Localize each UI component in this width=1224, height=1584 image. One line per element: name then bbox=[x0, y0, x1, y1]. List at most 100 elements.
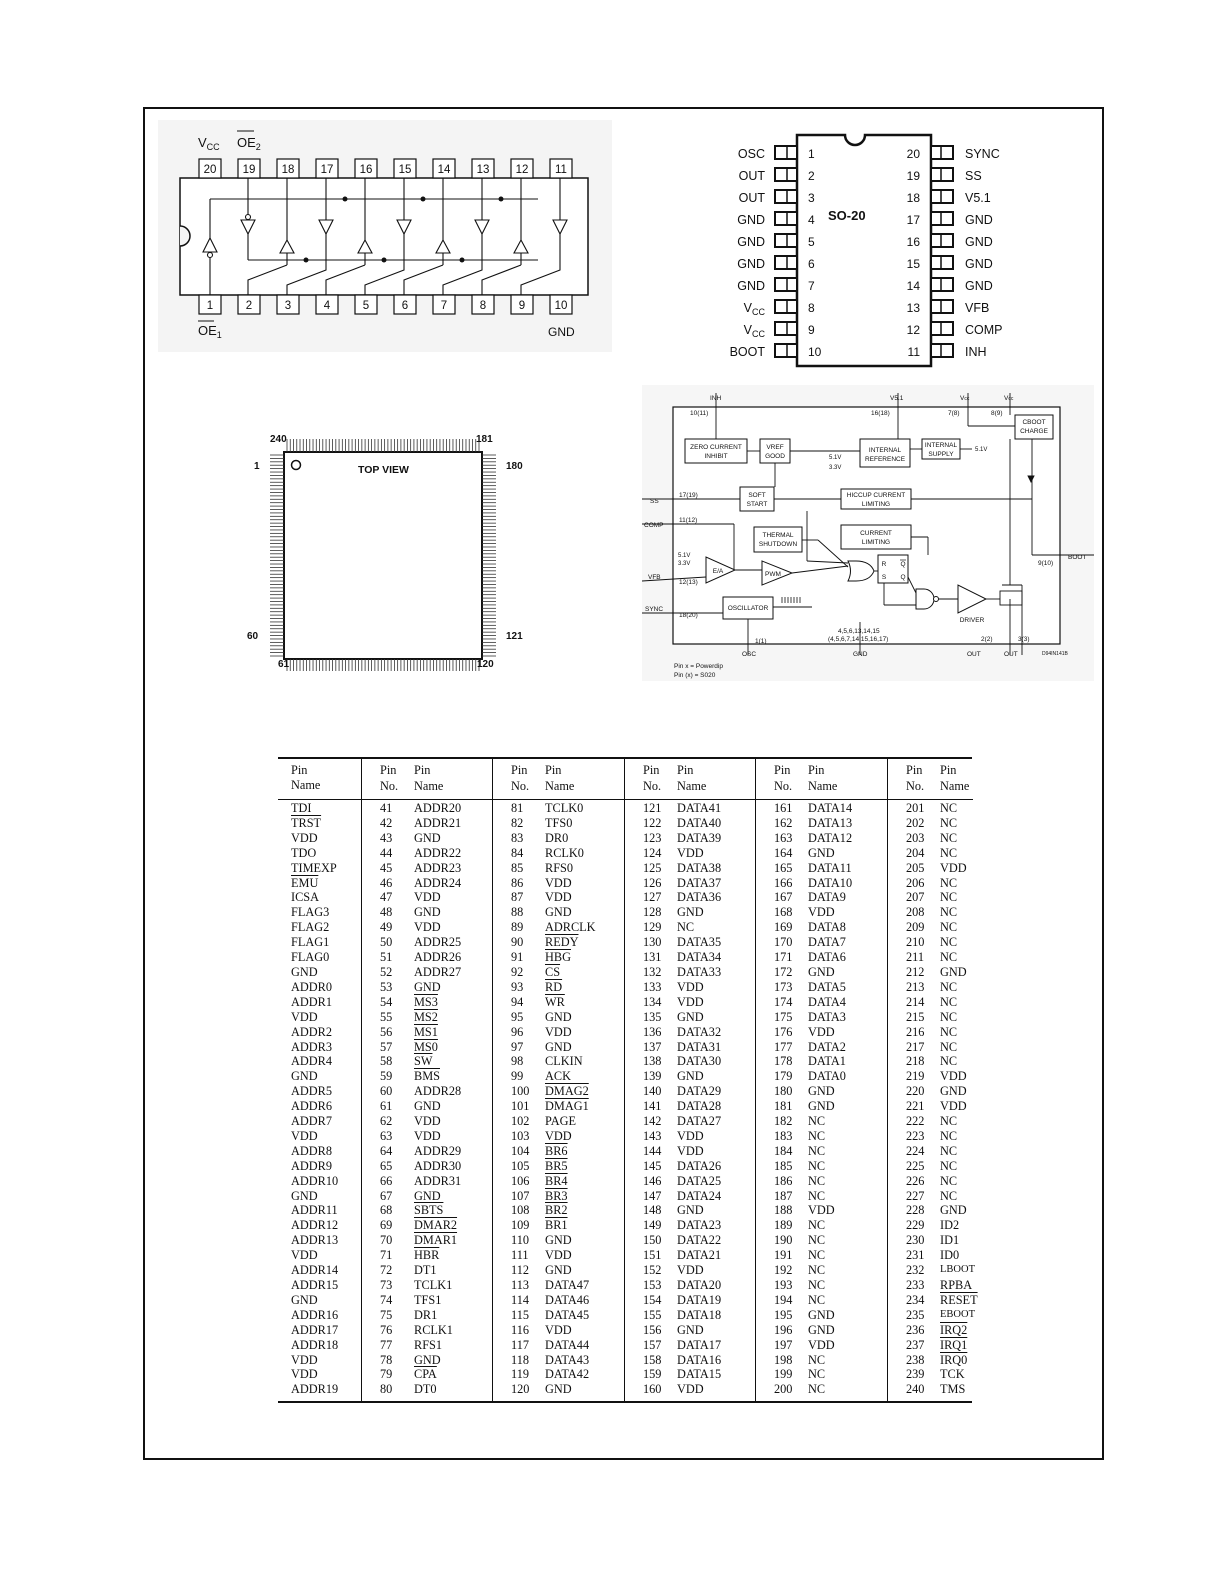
so20-left-pin-number: 3 bbox=[808, 191, 815, 205]
so20-left-pin-name: OUT bbox=[739, 191, 766, 205]
dip-top-pin-number: 12 bbox=[516, 164, 529, 176]
pin-name: VDD bbox=[940, 860, 967, 875]
dip-top-pin-number: 16 bbox=[360, 164, 373, 176]
pin-name: NC bbox=[808, 1278, 826, 1292]
pin-number: 46 bbox=[380, 875, 393, 890]
pin-name: ACK bbox=[545, 1069, 571, 1084]
pin-name: DATA18 bbox=[677, 1307, 722, 1322]
so20-left-pin-number: 6 bbox=[808, 257, 815, 271]
qfp-pin-121: 121 bbox=[506, 631, 523, 642]
pin-number: 222 bbox=[906, 1114, 925, 1129]
pin-name: VDD bbox=[677, 994, 704, 1009]
bd-out2-label: OUT bbox=[1004, 651, 1018, 658]
bd-sync-label: SYNC bbox=[645, 606, 663, 613]
pin-number: 109 bbox=[511, 1218, 530, 1233]
pin-name: NC bbox=[940, 979, 958, 994]
pin-name: ADDR15 bbox=[291, 1278, 339, 1292]
pin-number: 48 bbox=[380, 905, 393, 920]
pin-number: 239 bbox=[906, 1367, 925, 1382]
header-pin: Pin bbox=[643, 763, 660, 777]
pin-name: GND bbox=[808, 1084, 835, 1099]
dip-top-pin-number: 15 bbox=[399, 164, 412, 176]
pin-number: 51 bbox=[380, 950, 393, 965]
pin-name: DATA40 bbox=[677, 815, 722, 830]
pin-name: DATA45 bbox=[545, 1307, 590, 1322]
bd-thermal-1: THERMAL bbox=[762, 532, 793, 539]
so20-right-pin-number: 14 bbox=[907, 279, 921, 293]
pin-name: CS bbox=[545, 964, 561, 979]
dip-bottom-pin-number: 7 bbox=[441, 300, 447, 312]
bd-vref-good-2: GOOD bbox=[765, 453, 785, 460]
pin-name: GND bbox=[940, 1084, 967, 1099]
pin-number: 169 bbox=[774, 920, 793, 935]
pin-number: 78 bbox=[380, 1352, 393, 1367]
pin-name: DATA23 bbox=[677, 1218, 722, 1233]
pin-name: SW bbox=[414, 1054, 433, 1069]
pin-number: 58 bbox=[380, 1054, 393, 1069]
pin-name: NC bbox=[940, 950, 958, 965]
qfp-pin-180: 180 bbox=[506, 461, 523, 472]
pin-name: FLAG2 bbox=[291, 920, 330, 935]
pin-number: 228 bbox=[906, 1203, 925, 1218]
pin-number: 147 bbox=[643, 1188, 662, 1203]
pin-name: NC bbox=[940, 875, 958, 890]
pin-name: DATA16 bbox=[677, 1352, 722, 1367]
header-rule bbox=[756, 799, 888, 800]
pin-number: 47 bbox=[380, 890, 393, 905]
pin-name: ADDR26 bbox=[414, 950, 462, 965]
header-rule bbox=[493, 799, 625, 800]
pin-number: 192 bbox=[774, 1263, 793, 1278]
bd-thermal-2: SHUTDOWN bbox=[759, 541, 798, 548]
dip-top-pin-number: 20 bbox=[204, 164, 217, 176]
table-row: ADDR4 bbox=[278, 1054, 361, 1069]
bd-boot-pin: 9(10) bbox=[1038, 560, 1053, 567]
pin-number: 164 bbox=[774, 845, 793, 860]
pin-name: ID1 bbox=[940, 1233, 960, 1248]
pin-number: 219 bbox=[906, 1069, 925, 1084]
pin-number: 80 bbox=[380, 1382, 393, 1397]
pin-number: 170 bbox=[774, 935, 793, 950]
pin-name: NC bbox=[940, 1128, 958, 1143]
table-row: ADDR5 bbox=[278, 1084, 361, 1099]
pin-name: DATA28 bbox=[677, 1099, 722, 1114]
pin-name: VDD bbox=[414, 1128, 441, 1143]
pin-number: 210 bbox=[906, 935, 925, 950]
pin-name: DT1 bbox=[414, 1263, 437, 1278]
pin-number: 62 bbox=[380, 1114, 393, 1129]
pin-name: VDD bbox=[545, 1128, 572, 1143]
pin-name: NC bbox=[940, 830, 958, 845]
pin-name: ADDR10 bbox=[291, 1173, 339, 1188]
header-pin: Pin bbox=[545, 763, 562, 777]
pin-number: 124 bbox=[643, 845, 662, 860]
